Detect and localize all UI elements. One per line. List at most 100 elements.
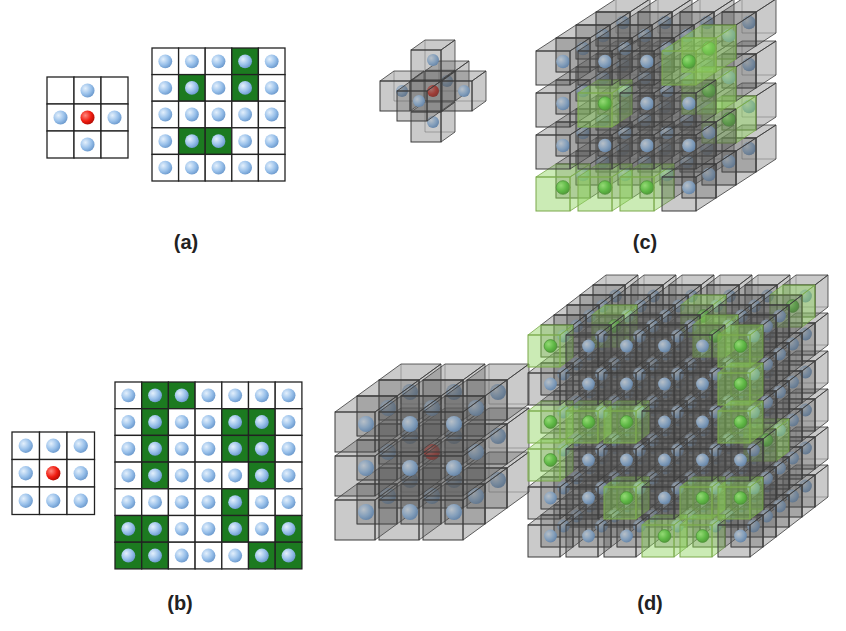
active-cell xyxy=(275,542,302,569)
cell-dot xyxy=(175,415,189,429)
cell-grid xyxy=(115,382,302,569)
grid-drawings xyxy=(12,48,302,569)
grid-cell xyxy=(205,48,232,75)
cell-dot xyxy=(53,110,67,124)
cell-dot xyxy=(80,137,94,151)
lattice-cube xyxy=(411,40,455,80)
active-cube xyxy=(662,38,716,85)
cell-dot xyxy=(212,108,226,122)
cell-dot xyxy=(282,415,296,429)
panel-label: (b) xyxy=(167,592,193,615)
cell-grid xyxy=(12,432,95,515)
cell-dot xyxy=(202,469,216,483)
cell-dot xyxy=(202,549,216,563)
active-cell xyxy=(115,542,142,569)
grid-cell xyxy=(101,77,128,104)
active-cell xyxy=(142,462,169,489)
cell-dot xyxy=(74,466,88,480)
grid-cell xyxy=(195,489,222,516)
cell-dot xyxy=(202,495,216,509)
active-cube xyxy=(718,477,763,519)
cell-dot xyxy=(202,415,216,429)
panel-label: (c) xyxy=(633,231,657,254)
lattice-cube xyxy=(442,71,486,111)
active-cell xyxy=(115,516,142,543)
grid-cell xyxy=(115,462,142,489)
grid-cell xyxy=(67,460,95,488)
cell-dot xyxy=(282,442,296,456)
cell-dot xyxy=(158,81,172,95)
lattice-cube xyxy=(423,396,485,452)
cell-dot xyxy=(212,134,226,148)
grid-cell xyxy=(152,154,179,181)
cell-dot xyxy=(238,81,252,95)
grid-cell xyxy=(205,75,232,102)
active-cube xyxy=(718,325,763,367)
cell-dot xyxy=(255,495,269,509)
cell-dot xyxy=(255,415,269,429)
grid-cell xyxy=(168,516,195,543)
active-cell xyxy=(142,435,169,462)
cell-dot xyxy=(158,161,172,175)
cell-dot xyxy=(121,388,135,402)
grid-cell xyxy=(179,48,206,75)
panel-label: (a) xyxy=(174,231,198,254)
active-cell xyxy=(232,75,259,102)
active-cell xyxy=(249,409,276,436)
grid-cell xyxy=(152,128,179,155)
lattice-cube xyxy=(662,122,716,169)
cell-dot xyxy=(185,54,199,68)
active-cell xyxy=(168,382,195,409)
grid-cell xyxy=(40,487,68,515)
active-cell xyxy=(249,462,276,489)
cell-dot xyxy=(265,134,279,148)
cell-dot xyxy=(185,134,199,148)
cell-dot xyxy=(282,549,296,563)
cell-dot xyxy=(228,388,242,402)
active-cell xyxy=(249,435,276,462)
cell-dot xyxy=(238,134,252,148)
cell-dot xyxy=(228,549,242,563)
cell-dot xyxy=(265,81,279,95)
cell-dot xyxy=(255,522,269,536)
grid-cell xyxy=(249,489,276,516)
center-cell-dot xyxy=(80,110,94,124)
cell-dot xyxy=(228,469,242,483)
grid-cell xyxy=(12,460,40,488)
grid-cell xyxy=(258,48,285,75)
cell-dot xyxy=(158,108,172,122)
cell-dot xyxy=(148,469,162,483)
cell-dot xyxy=(228,495,242,509)
active-cell xyxy=(142,382,169,409)
cube-lattice xyxy=(536,0,776,211)
center-cell-dot xyxy=(46,466,60,480)
cell-dot xyxy=(158,54,172,68)
cell-dot xyxy=(228,522,242,536)
cell-dot xyxy=(148,549,162,563)
cell-dot xyxy=(121,469,135,483)
cell-dot xyxy=(121,549,135,563)
grid-cell xyxy=(232,101,259,128)
cell-dot xyxy=(265,161,279,175)
cell-dot xyxy=(265,54,279,68)
cell-dot xyxy=(282,522,296,536)
panel-label: (d) xyxy=(637,592,663,615)
lattice-cube xyxy=(718,439,763,481)
active-cell xyxy=(222,489,249,516)
cell-dot xyxy=(255,549,269,563)
active-cell xyxy=(232,48,259,75)
cell-dot xyxy=(175,469,189,483)
grid-cell xyxy=(47,131,74,158)
grid-cell xyxy=(222,462,249,489)
cell-dot xyxy=(255,469,269,483)
grid-cell xyxy=(74,104,101,131)
grid-cell xyxy=(142,489,169,516)
grid-cell xyxy=(222,382,249,409)
cell-dot xyxy=(148,522,162,536)
cell-dot xyxy=(175,549,189,563)
cell-dot xyxy=(185,81,199,95)
grid-cell xyxy=(232,128,259,155)
cell-dot xyxy=(175,522,189,536)
